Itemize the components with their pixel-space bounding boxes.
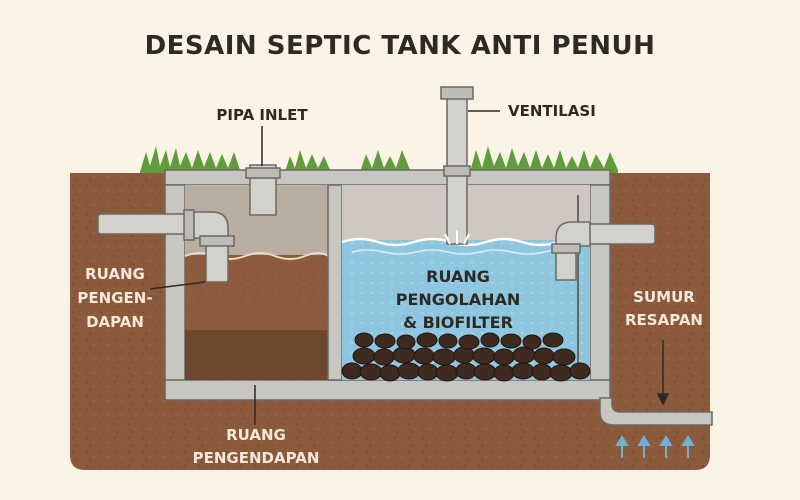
gravel-stone	[397, 362, 421, 380]
gravel-stone	[432, 348, 456, 366]
drain-pipe	[599, 397, 713, 426]
gravel-stone	[373, 348, 395, 366]
gravel-stone	[473, 363, 497, 381]
gravel-stone	[458, 334, 480, 350]
label-ventilasi: VENTILASI	[508, 102, 596, 120]
gravel-stone	[531, 363, 553, 381]
label-ruang-pengolahan-3: & BIOFILTER	[403, 313, 513, 332]
gravel-stone	[352, 347, 376, 365]
right-outlet-pipe	[551, 221, 656, 281]
divider-wall	[327, 184, 343, 381]
label-sumur-resapan-1: SUMUR	[633, 288, 695, 306]
gravel-stone	[413, 347, 435, 365]
label-ruang-pengendapan-left-3: DAPAN	[86, 313, 144, 331]
gravel-stone	[522, 334, 542, 350]
gravel-stone	[453, 346, 475, 364]
label-ruang-pengendapan-bottom-1: RUANG	[226, 426, 286, 444]
gravel-stone	[417, 363, 439, 381]
gravel-stone	[455, 362, 477, 380]
label-ruang-pengendapan-left-2: PENGEN-	[77, 289, 152, 307]
label-sumur-resapan-2: RESAPAN	[625, 311, 703, 329]
gravel-stone	[354, 332, 374, 348]
gravel-stone	[359, 363, 383, 381]
label-pipa-inlet: PIPA INLET	[216, 106, 308, 124]
gravel-stone	[542, 332, 564, 348]
label-ruang-pengendapan-left-1: RUANG	[85, 265, 145, 283]
gravel-stone	[569, 362, 591, 380]
top-inlet-pipe	[245, 164, 281, 216]
gravel-biofilter	[341, 332, 591, 382]
left-inlet-pipe	[97, 209, 235, 283]
gravel-stone	[552, 348, 576, 366]
page-title: DESAIN SEPTIC TANK ANTI PENUH	[145, 31, 656, 61]
gravel-stone	[396, 334, 416, 350]
gravel-stone	[533, 347, 555, 365]
gravel-stone	[379, 364, 401, 382]
infiltration-arrows	[615, 435, 695, 458]
gravel-stone	[549, 364, 573, 382]
gravel-stone	[392, 346, 416, 364]
gravel-stone	[500, 333, 522, 349]
gravel-stone	[374, 333, 396, 349]
gravel-stone	[480, 332, 500, 348]
label-ruang-pengolahan-2: PENGOLAHAN	[396, 290, 521, 309]
gravel-stone	[472, 347, 496, 365]
label-ruang-pengolahan-1: RUANG	[426, 267, 490, 286]
gravel-stone	[511, 362, 535, 380]
gravel-stone	[493, 348, 515, 366]
leader-lines	[149, 110, 670, 425]
label-ruang-pengendapan-bottom-2: PENGENDAPAN	[193, 449, 320, 467]
ventilation-pipe	[440, 86, 474, 245]
gravel-stone	[438, 333, 458, 349]
gravel-stone	[493, 364, 515, 382]
gravel-stone	[435, 364, 459, 382]
gravel-stone	[416, 332, 438, 348]
gravel-stone	[341, 362, 363, 380]
grass	[140, 146, 618, 173]
